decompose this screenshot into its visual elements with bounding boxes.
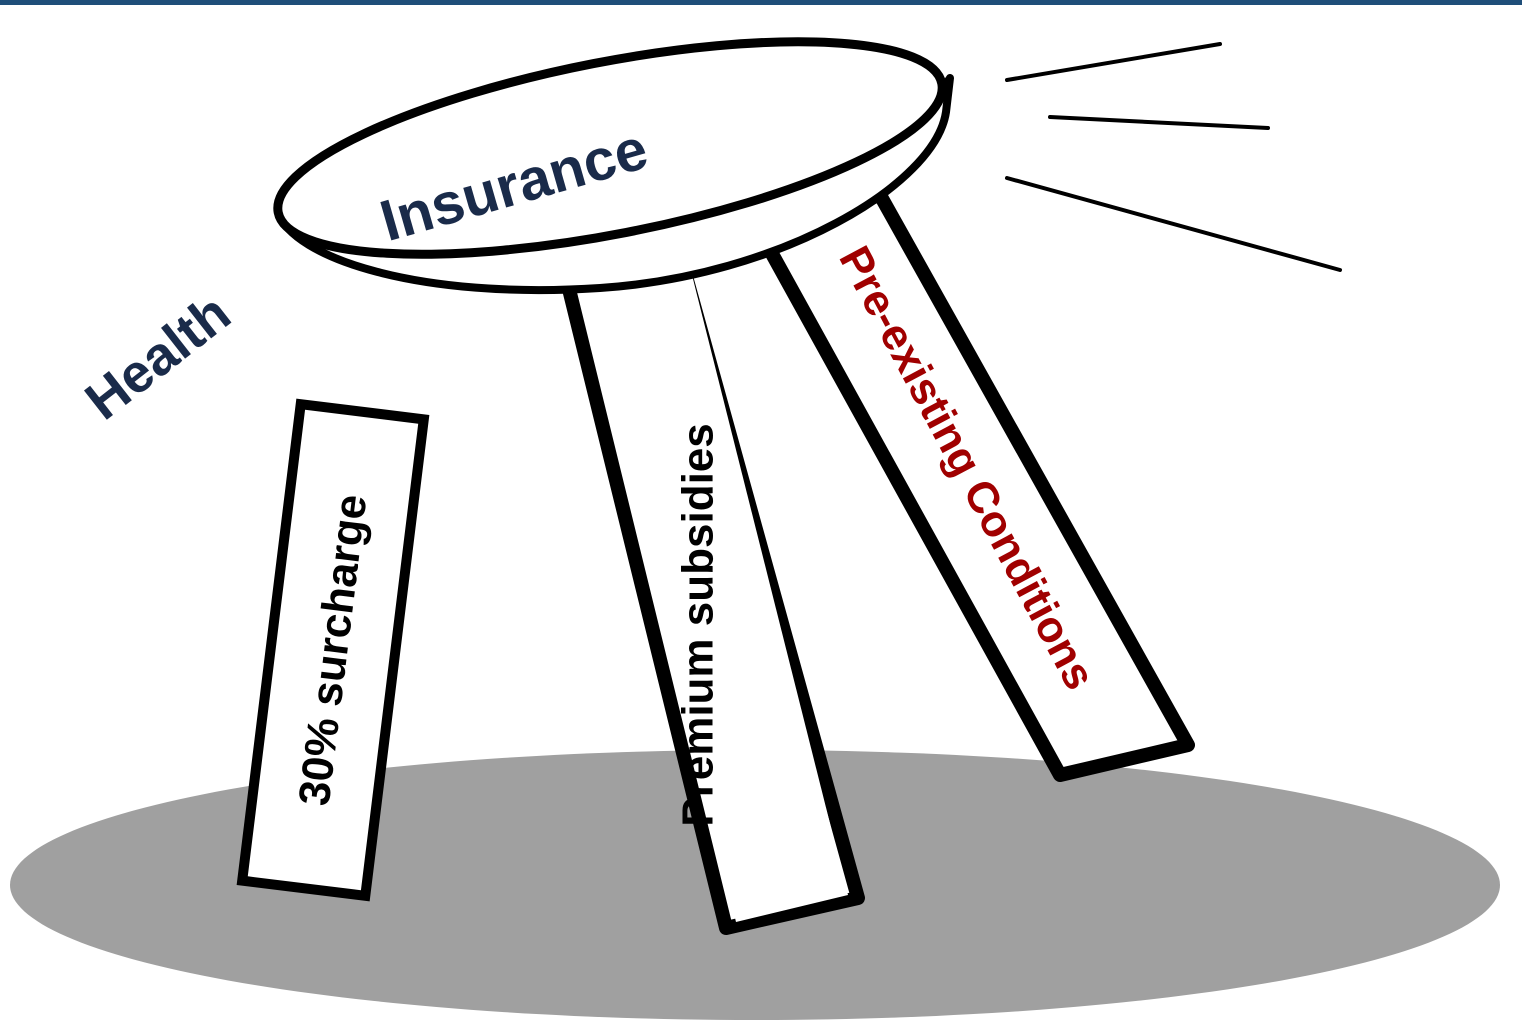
health-label: Health bbox=[75, 283, 242, 432]
wobble-line-2 bbox=[1048, 115, 1270, 130]
seat-top bbox=[273, 37, 947, 259]
stool-seat bbox=[273, 37, 954, 295]
leg-30-surcharge bbox=[236, 398, 430, 902]
leg-premium-subsidies-label: Premium subsidies bbox=[674, 423, 723, 826]
wobble-lines bbox=[1005, 42, 1342, 272]
wobble-line-3 bbox=[1005, 176, 1342, 272]
wobble-line-1 bbox=[1005, 42, 1222, 82]
leg-premium-subsidies-inner bbox=[585, 267, 848, 922]
header-bar bbox=[0, 0, 1522, 5]
leg-pre-existing-conditions-label: Pre-existing Conditions bbox=[829, 238, 1104, 697]
leg-30-surcharge-group: 30% surcharge bbox=[236, 398, 430, 902]
